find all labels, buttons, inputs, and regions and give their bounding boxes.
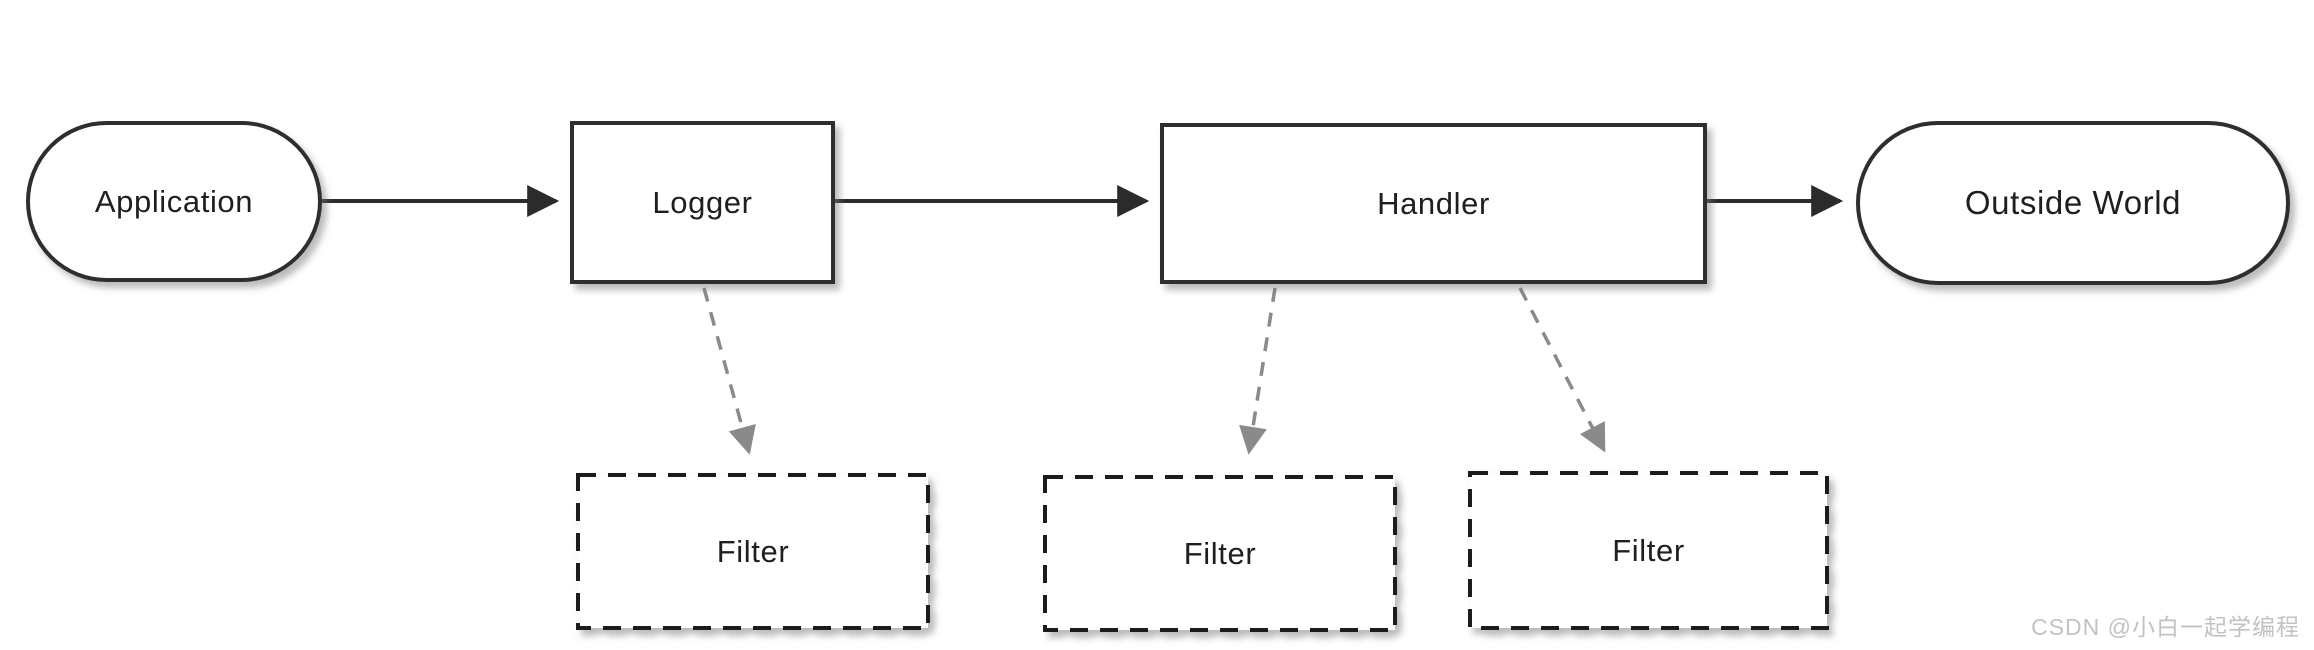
node-logger [570, 121, 835, 284]
edge-handler-filter-2 [1518, 287, 1606, 453]
node-filter-handler-1 [1043, 475, 1397, 632]
node-handler [1160, 123, 1707, 284]
node-filter-handler-2 [1468, 471, 1829, 630]
csdn-watermark: CSDN @小白一起学编程 [2031, 614, 2300, 640]
edge-logger-filter [702, 287, 756, 455]
node-outside-world [1856, 121, 2290, 285]
node-filter-logger [576, 473, 930, 630]
node-application [26, 121, 322, 282]
edge-handler-filter-1 [1239, 287, 1277, 455]
